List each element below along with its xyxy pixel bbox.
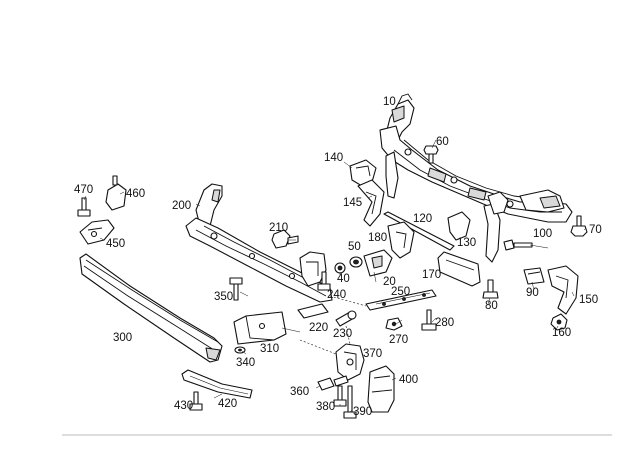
part-upper-support-10[interactable]: [379, 93, 573, 263]
part-rod-120[interactable]: [383, 211, 455, 251]
part-bolt-50[interactable]: [349, 256, 363, 268]
part-bracket-370[interactable]: [335, 343, 365, 381]
part-rail-250[interactable]: [365, 289, 437, 311]
callout-250: 250: [391, 286, 410, 298]
callout-60: 60: [436, 136, 449, 148]
part-bolt-240[interactable]: [317, 271, 331, 291]
part-panel-170[interactable]: [437, 251, 481, 287]
callout-230: 230: [333, 328, 352, 340]
part-bolt-80[interactable]: [482, 279, 499, 299]
part-bracket-450[interactable]: [79, 219, 115, 245]
leader-lines: [83, 139, 587, 413]
part-bolt-360[interactable]: [317, 375, 349, 391]
callout-140: 140: [324, 152, 343, 164]
callout-270: 270: [389, 334, 408, 346]
part-nut-160[interactable]: [550, 313, 568, 331]
assembly-lines: [299, 295, 367, 355]
part-bracket-130[interactable]: [447, 211, 471, 241]
callout-labels: 10 20 40 50 60 70 80 90 100 120 130 140 …: [74, 96, 602, 418]
part-bolt-60[interactable]: [423, 145, 439, 164]
part-crossmember-200[interactable]: [185, 183, 333, 303]
callout-430: 430: [174, 400, 193, 412]
callout-280: 280: [435, 317, 454, 329]
callout-40: 40: [337, 273, 350, 285]
part-bolt-270[interactable]: [385, 317, 403, 331]
part-plate-220[interactable]: [297, 303, 329, 319]
part-mount-460[interactable]: [105, 175, 127, 211]
part-strip-420[interactable]: [181, 369, 253, 399]
part-absorber-400[interactable]: [367, 365, 395, 413]
callout-150: 150: [579, 294, 598, 306]
callout-310: 310: [260, 343, 279, 355]
part-guide-150[interactable]: [547, 265, 579, 315]
part-nut-40[interactable]: [334, 262, 346, 274]
callout-370: 370: [363, 348, 382, 360]
callout-350: 350: [214, 291, 233, 303]
callout-90: 90: [526, 287, 539, 299]
callout-160: 160: [552, 327, 571, 339]
callout-390: 390: [353, 406, 372, 418]
part-bracket-180[interactable]: [387, 221, 415, 259]
part-bracket-20[interactable]: [363, 249, 393, 277]
part-bolt-70[interactable]: [570, 215, 588, 237]
part-bolt-430[interactable]: [189, 391, 203, 411]
callout-20: 20: [383, 276, 396, 288]
callout-210: 210: [269, 222, 288, 234]
callout-380: 380: [316, 401, 335, 413]
part-bolt-350[interactable]: [229, 277, 243, 301]
callout-450: 450: [106, 238, 125, 250]
callout-170: 170: [422, 269, 441, 281]
callout-400: 400: [399, 374, 418, 386]
callout-470: 470: [74, 184, 93, 196]
part-bolt-230[interactable]: [335, 310, 357, 327]
callout-220: 220: [309, 322, 328, 334]
callout-200: 200: [172, 200, 191, 212]
callout-100: 100: [533, 228, 552, 240]
part-bolt-390[interactable]: [343, 385, 357, 419]
callout-360: 360: [290, 386, 309, 398]
callout-300: 300: [113, 332, 132, 344]
callout-10: 10: [383, 96, 396, 108]
callout-145: 145: [343, 197, 362, 209]
callout-180: 180: [368, 232, 387, 244]
callout-70: 70: [589, 224, 602, 236]
callout-50: 50: [348, 241, 361, 253]
part-bumper-beam-300[interactable]: [79, 253, 223, 363]
part-bolt-380[interactable]: [333, 385, 347, 407]
part-bracket-310[interactable]: [233, 311, 287, 345]
part-bolt-280[interactable]: [421, 309, 437, 331]
part-bolt-470[interactable]: [77, 197, 91, 217]
part-clip-90[interactable]: [523, 267, 545, 285]
callout-420: 420: [218, 398, 237, 410]
callout-240: 240: [327, 289, 346, 301]
callout-130: 130: [457, 237, 476, 249]
callout-120: 120: [413, 213, 432, 225]
part-trim-145[interactable]: [357, 179, 385, 227]
callout-340: 340: [236, 357, 255, 369]
callout-80: 80: [485, 300, 498, 312]
callout-460: 460: [126, 188, 145, 200]
part-bolt-100[interactable]: [503, 239, 533, 251]
